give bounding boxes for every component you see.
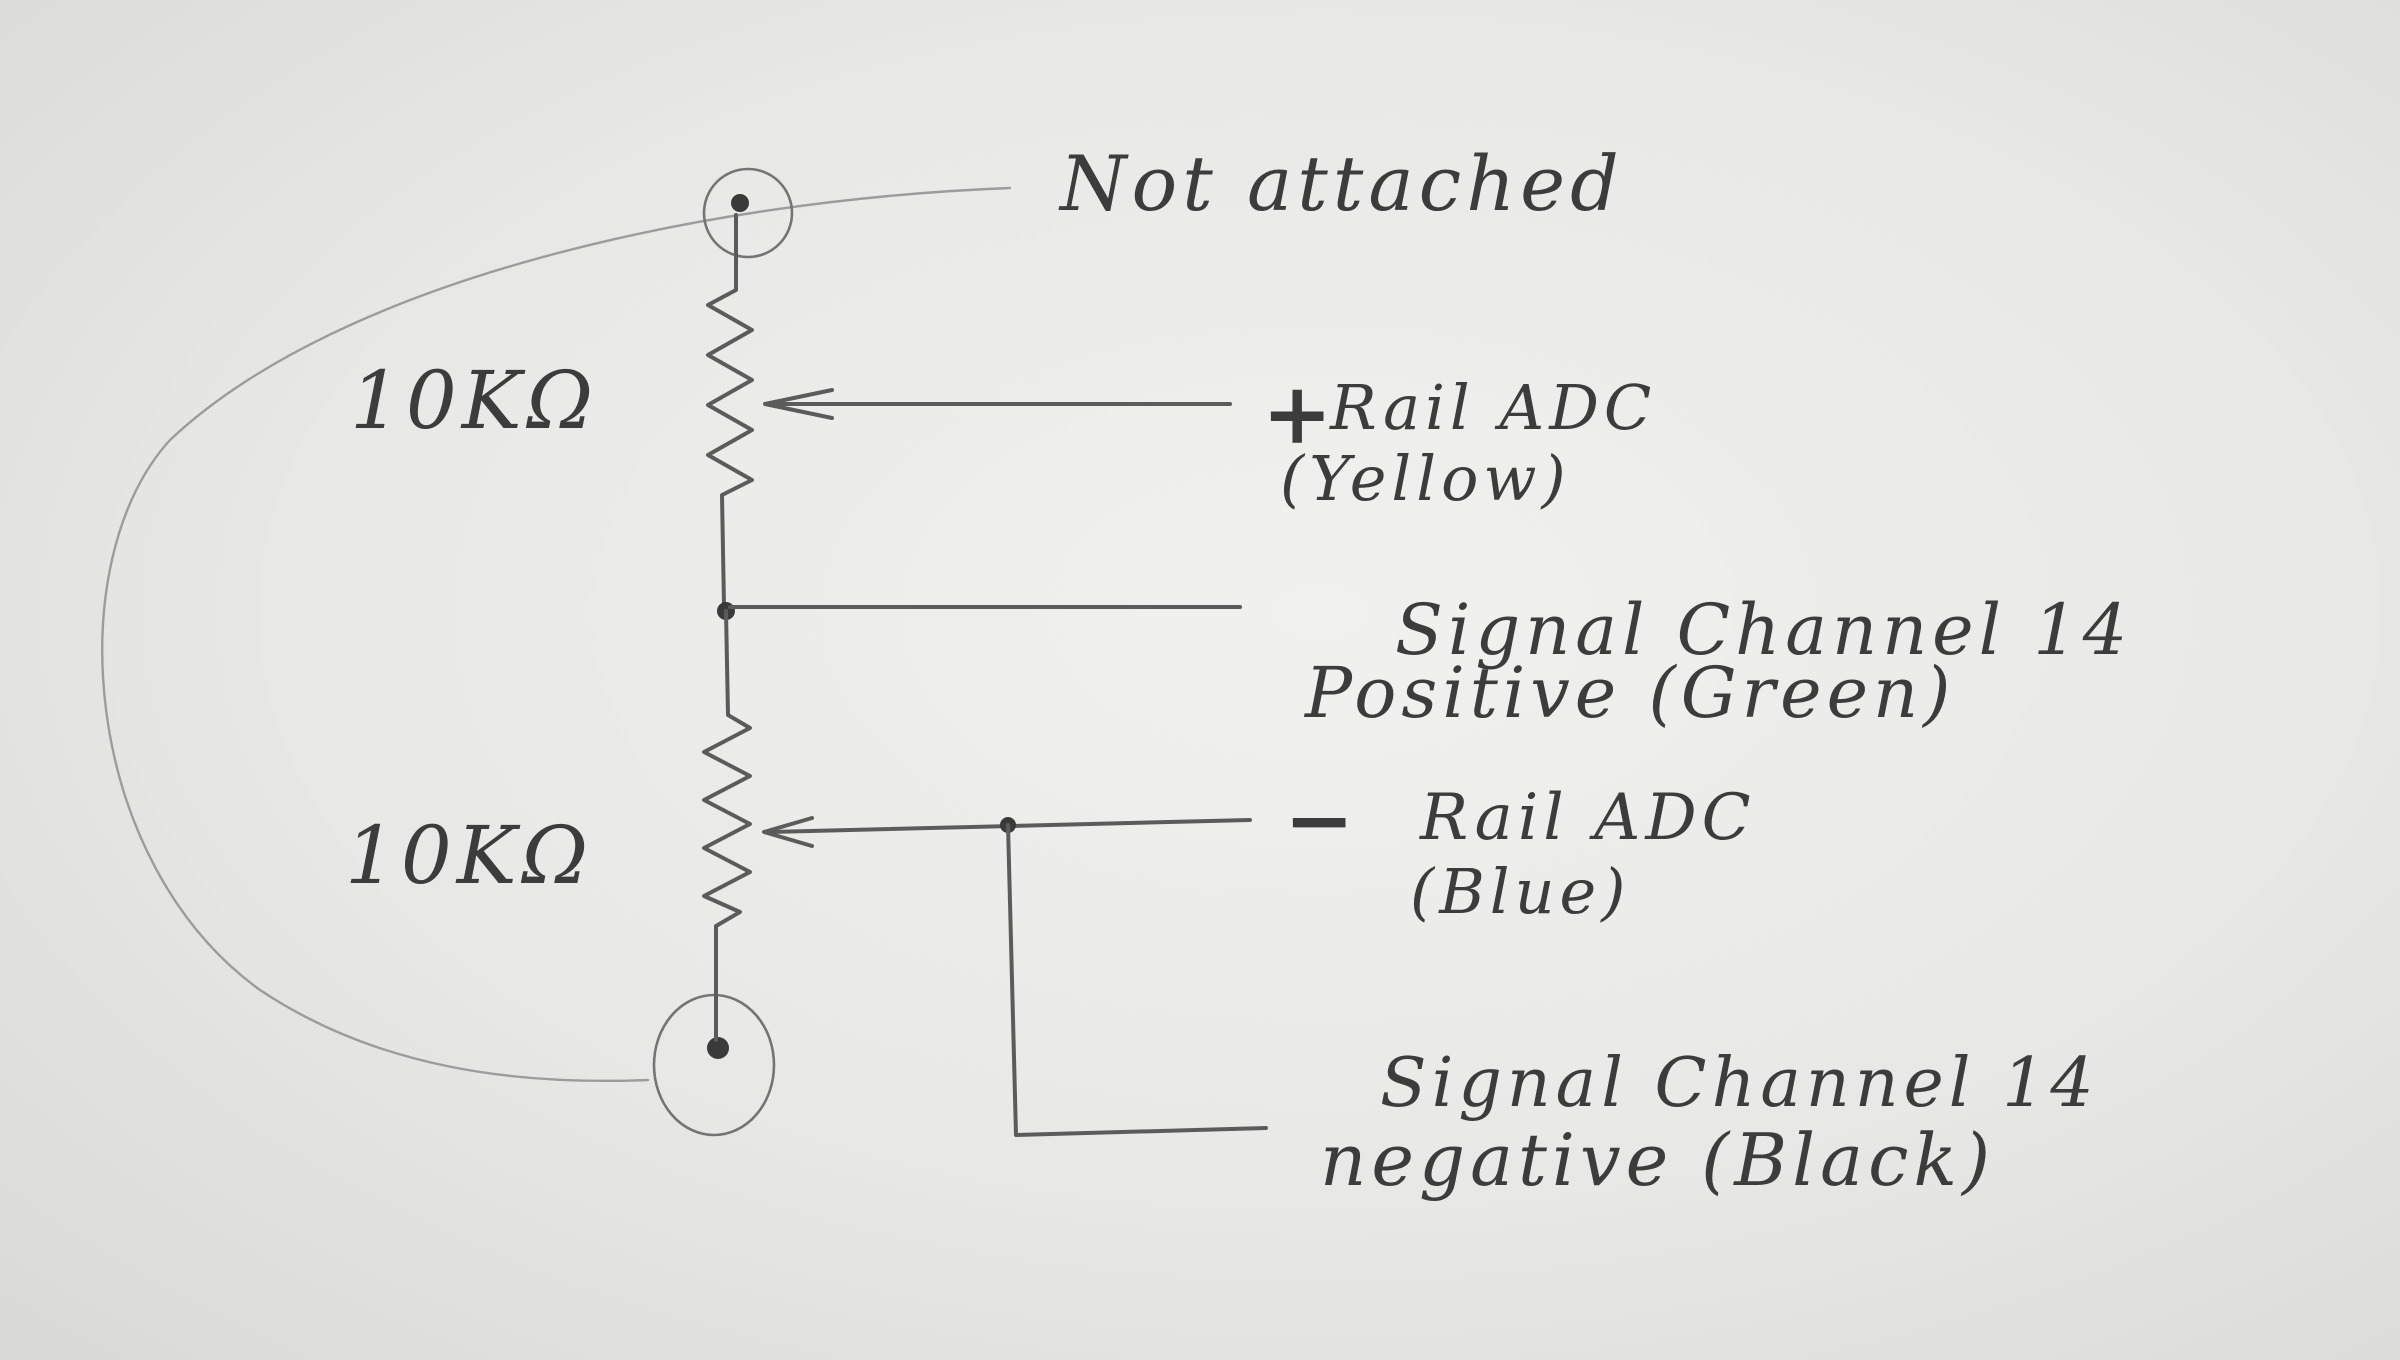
bottom-resistor-value: 10KΩ <box>345 809 593 902</box>
positive-rail-sign: + <box>1262 364 1338 463</box>
loop-wire <box>101 186 1012 1083</box>
signal-negative-name: Signal Channel 14 <box>1380 1044 2099 1123</box>
signal-positive-label: Signal Channel 14 Positive (Green) <box>1305 590 2132 733</box>
positive-wiper-arrow <box>763 388 834 420</box>
top-pin-dot <box>731 194 749 212</box>
negative-rail-label: Rail ADC (Blue) <box>1410 781 1756 926</box>
positive-rail-color: (Yellow) <box>1280 442 1571 516</box>
top-resistor <box>706 213 754 608</box>
negative-rail-color: (Blue) <box>1410 854 1631 928</box>
signal-negative-label: Signal Channel 14 negative (Black) <box>1320 1044 2099 1203</box>
positive-rail-name: Rail ADC <box>1330 371 1657 444</box>
bottom-resistor <box>702 609 752 1042</box>
top-resistor-value: 10KΩ <box>350 354 598 447</box>
signal-positive-polarity: Positive (Green) <box>1305 651 1956 734</box>
negative-rail-sign: − <box>1284 770 1360 869</box>
top-pin-ring <box>702 167 794 259</box>
positive-rail-label: Rail ADC (Yellow) <box>1280 371 1657 515</box>
bottom-pin-dot <box>707 1037 729 1059</box>
not-attached-label: Not attached <box>1060 139 1624 228</box>
negative-wiper-arrow <box>762 816 814 848</box>
negative-rail-name: Rail ADC <box>1420 781 1756 855</box>
signal-negative-polarity: negative (Black) <box>1320 1118 1996 1203</box>
signal-negative-wire <box>1006 823 1268 1137</box>
signal-positive-name: Signal Channel 14 <box>1395 589 2133 671</box>
